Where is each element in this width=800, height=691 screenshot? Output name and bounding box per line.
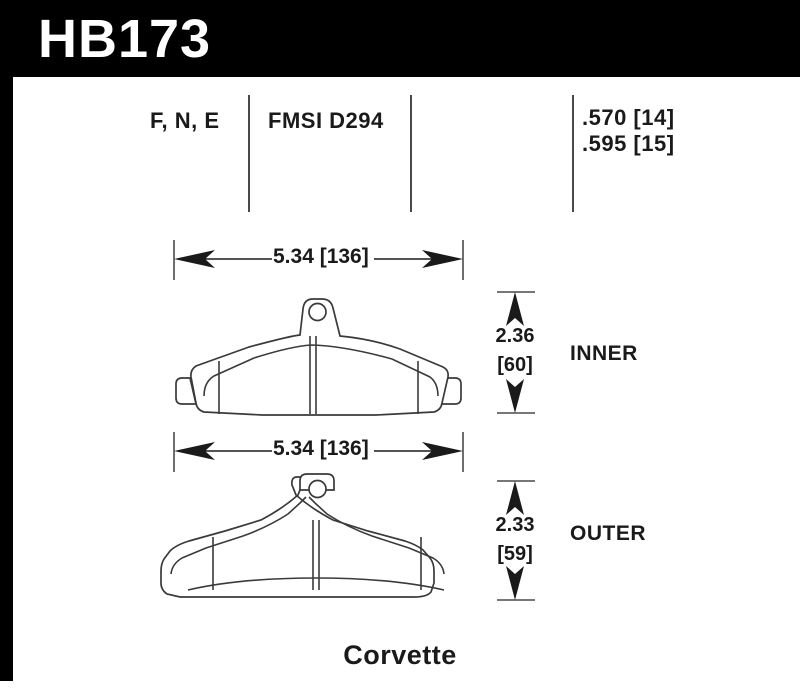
inner-width-dimension-label: 5.34 [136] xyxy=(273,245,369,268)
thickness-line-1: .570 [14] xyxy=(582,105,675,130)
inner-height-mm: [60] xyxy=(497,354,533,376)
inner-height-dimension-label: 2.36 [60] xyxy=(480,322,550,380)
outer-height-mm: [59] xyxy=(497,543,533,565)
thickness-line-2: .595 [15] xyxy=(582,130,675,156)
outer-height-inches: 2.33 xyxy=(495,514,535,536)
divider-blank-thickness xyxy=(572,95,574,212)
inner-brake-pad-shape xyxy=(175,298,462,416)
inner-position-label: INNER xyxy=(570,342,638,365)
thickness-values: .570 [14] .595 [15] xyxy=(582,105,675,157)
part-number: HB173 xyxy=(38,9,212,69)
inner-pad-mounting-hole xyxy=(308,302,327,322)
compound-codes: F, N, E xyxy=(150,108,220,133)
fmsi-code: FMSI D294 xyxy=(268,108,384,133)
left-border-rail xyxy=(0,77,13,681)
header-bar xyxy=(0,0,800,77)
outer-brake-pad-shape xyxy=(160,473,445,598)
inner-height-inches: 2.36 xyxy=(495,325,535,347)
divider-compound-fmsi xyxy=(248,95,250,212)
outer-position-label: OUTER xyxy=(570,522,646,545)
outer-height-dimension-label: 2.33 [59] xyxy=(480,511,550,569)
divider-fmsi-blank xyxy=(410,95,412,212)
vehicle-name: Corvette xyxy=(343,640,457,670)
outer-pad-mounting-hole xyxy=(308,479,327,499)
outer-width-dimension-label: 5.34 [136] xyxy=(273,437,369,460)
